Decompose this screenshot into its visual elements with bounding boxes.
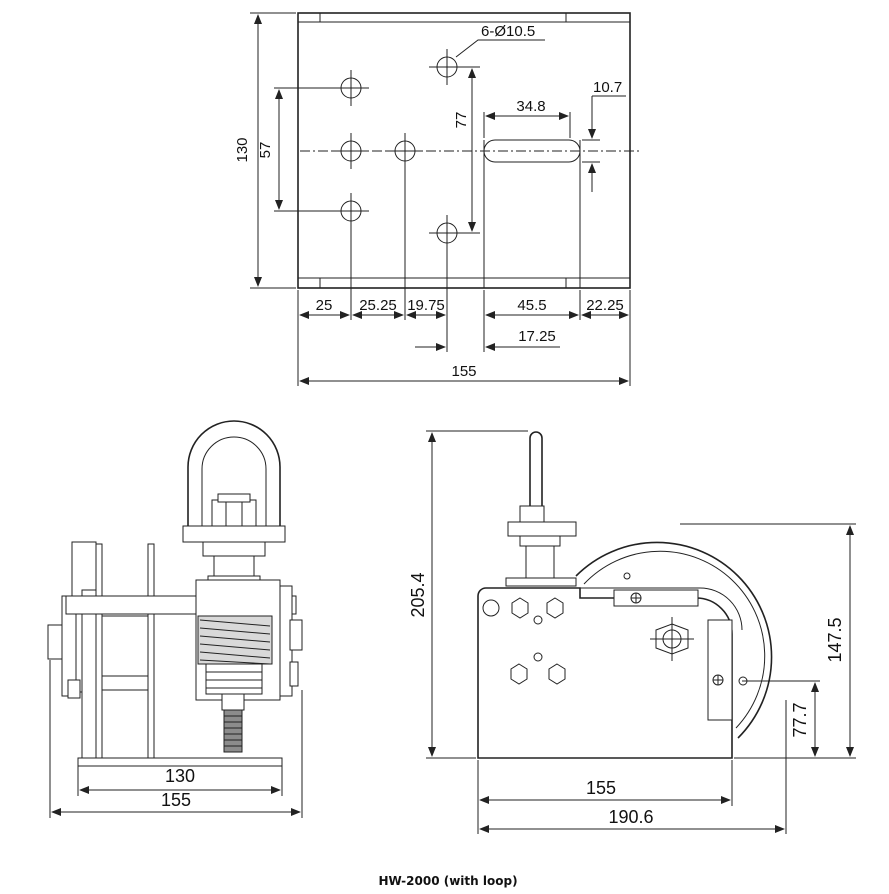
bolt [482, 599, 500, 617]
hex-bolt [546, 597, 564, 619]
dim-155-side-label: 155 [586, 778, 616, 798]
drum-cover-inner [583, 550, 766, 729]
dim-205-extensions [426, 430, 528, 759]
dim-155-label: 155 [451, 363, 476, 380]
handle-shaft-collar [221, 693, 245, 711]
front-dim-extensions [49, 660, 303, 818]
dim-45-5-label: 45.5 [517, 297, 546, 314]
dim-77-extensions [458, 66, 480, 234]
dim-19-75-label: 19.75 [407, 297, 445, 314]
side-frame-left [81, 589, 97, 761]
hub-right [289, 619, 303, 651]
dim-130-label: 130 [234, 137, 251, 162]
drum-flange-left [95, 543, 103, 759]
handle-shaft [223, 709, 243, 753]
dim-34-8-label: 34.8 [516, 98, 545, 115]
side-view: 205.4 147.5 77.7 155 190.6 [408, 430, 856, 834]
side-collar [519, 535, 561, 547]
dim-77-7-label: 77.7 [790, 702, 810, 737]
loop-bolt-top [217, 493, 251, 503]
loop-nut-facets [225, 500, 243, 526]
gear-lower-lines [206, 671, 262, 689]
guide-screw-cross [631, 593, 641, 603]
hub-bolt-right [289, 661, 299, 687]
small-hole [533, 652, 543, 662]
large-bolt-cross [650, 617, 694, 661]
drum-flange-right [147, 543, 155, 759]
guide-plate-vertical [707, 619, 733, 721]
drum-cover-outer [575, 541, 773, 739]
side-shaft-base [505, 577, 577, 587]
hole-callout-label: 6-Ø10.5 [481, 23, 535, 40]
hex-bolt [510, 663, 528, 685]
small-hole [533, 615, 543, 625]
dim-147-5-label: 147.5 [825, 617, 845, 662]
side-loop-plate [507, 521, 577, 537]
hex-bolt [548, 663, 566, 685]
loop-nut [211, 499, 257, 527]
gear-lower-block [205, 663, 263, 695]
loop-base-plate [182, 525, 286, 543]
worm-gear [197, 615, 273, 665]
dim-25-label: 25 [316, 297, 333, 314]
front-base [77, 757, 283, 767]
dim-10-7-label: 10.7 [593, 79, 622, 96]
hex-bolt [511, 597, 529, 619]
shaft-collar [202, 541, 266, 557]
lifting-loop-inner [201, 436, 267, 540]
dim-77-label: 77 [453, 112, 470, 129]
side-right-extensions [680, 523, 856, 759]
drawing-caption: HW-2000 (with loop) [378, 874, 517, 888]
lifting-loop-outer [187, 420, 281, 540]
dim-22-25-label: 22.25 [586, 297, 624, 314]
dim-155-front-label: 155 [161, 790, 191, 810]
cable-guide-outer [580, 587, 743, 631]
dim-25-25-label: 25.25 [359, 297, 397, 314]
top-view: 6-Ø10.5 130 57 77 34.8 10.7 25 25.25 19.… [234, 12, 640, 386]
side-bottom-extensions [477, 700, 787, 834]
slot-extension-lines [483, 140, 581, 288]
plate-flange-lines [298, 21, 630, 279]
hole-callout-leader [455, 39, 545, 58]
mounting-holes [333, 49, 465, 251]
handle-shaft-threads [224, 715, 242, 747]
dim-57-label: 57 [257, 142, 274, 159]
side-top-nut [519, 505, 545, 523]
guide-plate-screw-cross [713, 675, 723, 685]
dim-57-extensions [274, 87, 340, 212]
side-main-body [477, 587, 733, 759]
plate-flange-ticks [319, 13, 567, 288]
cable-guide-strip [613, 589, 699, 607]
front-view: 130 155 [47, 420, 303, 818]
hole-cross-marks [333, 49, 465, 251]
hub-bolt-left [67, 679, 81, 699]
side-loop-rod [529, 431, 543, 520]
side-shaft [525, 545, 555, 579]
dim-190-6-label: 190.6 [608, 807, 653, 827]
dim-205-4-label: 205.4 [408, 572, 428, 617]
side-bolts [482, 597, 748, 686]
dim-10-7-extensions [582, 139, 600, 163]
chain-dim-extensions [297, 162, 631, 386]
dim-17-25-label: 17.25 [518, 328, 556, 345]
dim-130-extensions [250, 12, 296, 289]
worm-body [197, 615, 273, 665]
cover-small-hole [623, 572, 631, 580]
worm-threads [199, 619, 271, 665]
dim-130-front-label: 130 [165, 766, 195, 786]
dim-34-8-extensions [483, 112, 571, 138]
